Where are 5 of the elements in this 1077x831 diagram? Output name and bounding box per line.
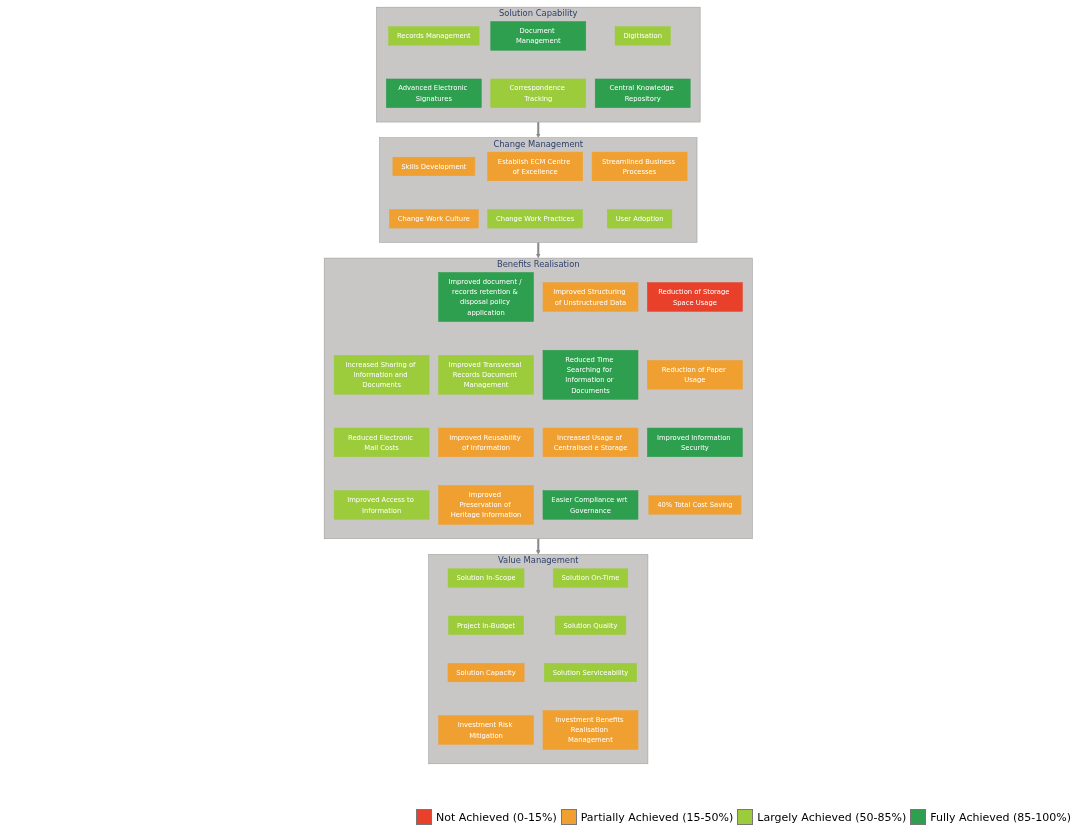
legend-label: Not Achieved (0-15%) bbox=[436, 810, 557, 824]
legend-label: Largely Achieved (50-85%) bbox=[757, 810, 907, 824]
legend-label: Partially Achieved (15-50%) bbox=[580, 810, 734, 824]
arrow bbox=[536, 241, 541, 258]
legend-label: Fully Achieved (85-100%) bbox=[930, 810, 1071, 824]
